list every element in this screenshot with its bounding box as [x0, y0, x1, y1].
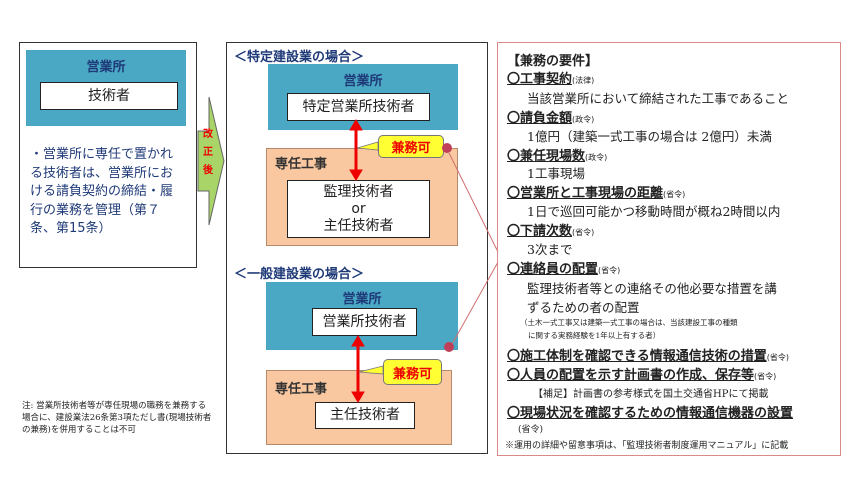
req-heading: 〇人員の配置を示す計画書の作成、保存等 — [507, 368, 755, 383]
req-sub: （土木一式工事又は建築一式工事の場合は、当該建設工事の種類 — [520, 318, 738, 327]
req-body: 【補足】計画書の参考様式を国土交通省HPにて掲載 — [533, 389, 769, 400]
requirements-panel — [497, 42, 841, 456]
req-body: 1日で巡回可能かつ移動時間が概ね2時間以内 — [527, 204, 781, 219]
req-sub: に関する実務経験を1年以上有する者） — [528, 331, 661, 340]
req-heading: 〇請負金額 — [507, 111, 573, 126]
before-engineer-label: 技術者 — [88, 87, 130, 104]
before-office-label: 営業所 — [86, 60, 126, 75]
general-site-engineer-label: 主任技術者 — [330, 407, 400, 423]
requirements-footnote: ※運用の詳細や留意事項は、「監理技術者制度運用マニュアル」に記載 — [505, 441, 789, 451]
general-office-label: 営業所 — [342, 292, 382, 307]
specific-link-dot-icon — [442, 143, 452, 153]
req-source: (省令) — [518, 425, 544, 435]
specific-site-engineer-2: 主任技術者 — [323, 217, 394, 234]
req-distance: 〇営業所と工事現場の距離(省令) — [507, 182, 685, 201]
specific-site-engineer-box: 監理技術者 or 主任技術者 — [287, 180, 430, 238]
general-site-label: 専任工事 — [275, 382, 328, 397]
specific-site-engineer-1: 監理技術者 — [323, 183, 394, 200]
req-source: (法律) — [572, 76, 595, 85]
general-link-dot-icon — [444, 342, 454, 352]
before-description: ・営業所に専任で置かれる技術者は、営業所における請負契約の締結・履行の業務を管理… — [30, 147, 174, 236]
req-source: (省令) — [766, 353, 789, 362]
req-site-count: 〇兼任現場数(政令) — [507, 145, 607, 164]
req-device: 〇現場状況を確認するための情報通信機器の設置 — [507, 402, 793, 421]
req-source: (省令) — [598, 266, 621, 275]
req-subcontract: 〇下請次数(省令) — [507, 220, 594, 239]
req-heading: 〇兼任現場数 — [507, 149, 586, 164]
specific-site-label: 専任工事 — [275, 157, 328, 172]
general-title: ＜一般建設業の場合＞ — [234, 267, 365, 282]
req-source: (政令) — [585, 153, 608, 162]
req-heading: 〇工事契約 — [507, 72, 573, 87]
req-liaison: 〇連絡員の配置(省令) — [507, 258, 620, 277]
general-office-engineer-box: 営業所技術者 — [312, 308, 417, 336]
req-body: 1工事現場 — [527, 166, 585, 181]
req-body: 監理技術者等との連絡その他必要な措置を講 — [527, 281, 777, 296]
req-ict: 〇施工体制を確認できる情報通信技術の措置(省令) — [507, 345, 789, 364]
req-source: (省令) — [663, 190, 686, 199]
requirements-title: 【兼務の要件】 — [507, 54, 599, 69]
req-amount: 〇請負金額(政令) — [507, 107, 594, 126]
before-engineer-box: 技術者 — [40, 82, 178, 110]
specific-office-engineer-label: 特定営業所技術者 — [302, 98, 415, 115]
req-plan: 〇人員の配置を示す計画書の作成、保存等(省令) — [507, 364, 776, 383]
req-source: (省令) — [754, 372, 777, 381]
req-body: 1億円（建築一式工事の場合は 2億円）未満 — [527, 129, 772, 144]
general-callout: 兼務可 — [383, 359, 442, 385]
req-heading: 〇施工体制を確認できる情報通信技術の措置 — [507, 349, 767, 364]
before-note: 注: 営業所技術者等が専任現場の職務を兼務する場合に、建設業法26条第3項ただし… — [22, 401, 212, 435]
general-office-engineer-label: 営業所技術者 — [322, 313, 407, 330]
req-contract: 〇工事契約(法律) — [507, 68, 594, 87]
specific-site-engineer-or: or — [351, 200, 366, 217]
req-heading: 〇営業所と工事現場の距離 — [507, 186, 664, 201]
double-arrow-icon — [349, 119, 365, 403]
specific-office-engineer-box: 特定営業所技術者 — [287, 93, 430, 121]
specific-title: ＜特定建設業の場合＞ — [234, 50, 365, 65]
req-body: ずるための者の配置 — [527, 300, 640, 315]
specific-callout: 兼務可 — [378, 135, 444, 158]
req-body: 3次まで — [527, 242, 573, 257]
req-source: (省令) — [572, 228, 595, 237]
specific-office-label: 営業所 — [343, 74, 383, 89]
req-heading: 〇現場状況を確認するための情報通信機器の設置 — [507, 406, 794, 421]
req-heading: 〇連絡員の配置 — [507, 262, 599, 277]
after-revision-label: 改正後 — [203, 129, 213, 176]
req-source: (政令) — [572, 115, 595, 124]
req-heading: 〇下請次数 — [507, 224, 573, 239]
after-revision-arrow-icon — [197, 96, 225, 226]
general-site-engineer-box: 主任技術者 — [315, 402, 415, 429]
req-body: 当該営業所において締結された工事であること — [527, 91, 790, 106]
